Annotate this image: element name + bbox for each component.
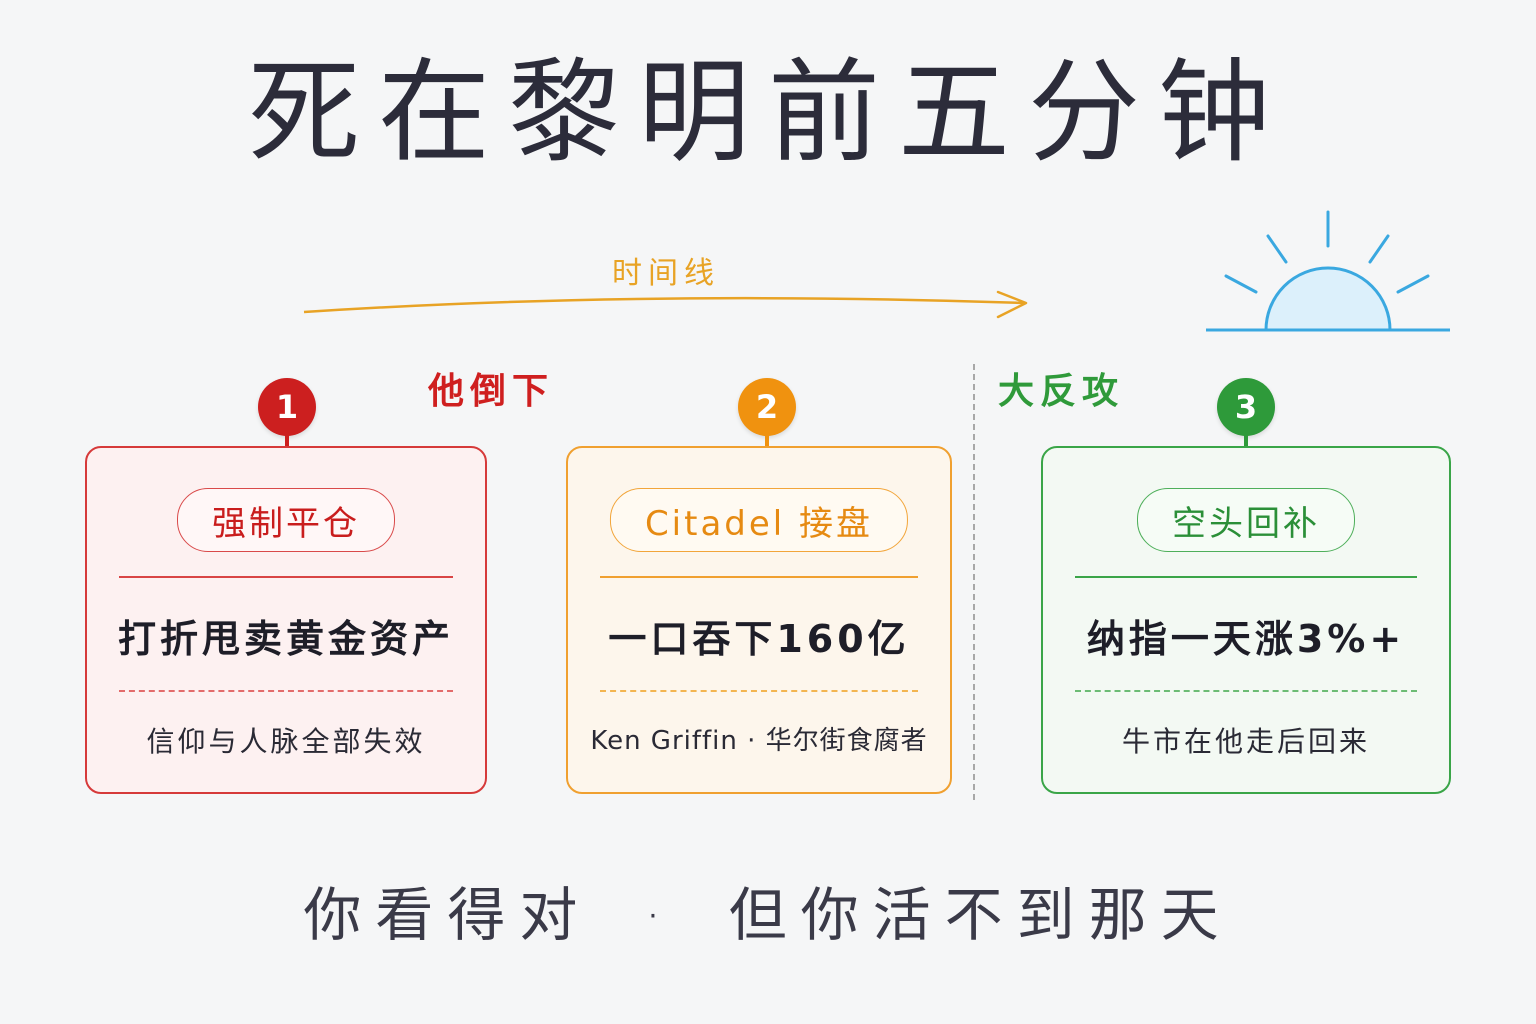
step-3-number: 3 — [1234, 388, 1258, 426]
step-2-connector — [765, 434, 769, 446]
step-3-pill: 空头回补 — [1137, 488, 1355, 552]
step-3-dashed-rule — [1075, 690, 1417, 692]
step-3-badge: 3 — [1217, 378, 1275, 446]
footer-tagline: 你看得对 · 但你活不到那天 — [0, 868, 1536, 952]
timeline-label: 时间线 — [612, 256, 720, 291]
step-1-number: 1 — [275, 388, 299, 426]
step-2-dashed-rule — [600, 690, 918, 692]
step-3-sub: 牛市在他走后回来 — [1121, 725, 1370, 758]
timeline-arrow-icon — [303, 296, 1025, 314]
step-3-card: 空头回补 纳指一天涨3%+ 牛市在他走后回来 — [1041, 446, 1451, 794]
page-title: 死在黎明前五分钟 — [248, 48, 1288, 178]
phase-fall-label: 他倒下 — [428, 371, 555, 412]
step-1-sub: 信仰与人脉全部失效 — [146, 725, 426, 758]
step-2-pill: Citadel 接盘 — [609, 488, 909, 552]
phase-counter-label: 大反攻 — [998, 371, 1125, 412]
step-1-dashed-rule — [119, 690, 453, 692]
step-1-pill: 强制平仓 — [177, 488, 395, 552]
step-2-sub: Ken Griffin · 华尔街食腐者 — [590, 726, 928, 756]
footer-separator: · — [643, 881, 677, 949]
step-3-main: 纳指一天涨3%+ — [1086, 617, 1406, 661]
step-1-card: 强制平仓 打折甩卖黄金资产 信仰与人脉全部失效 — [85, 446, 487, 794]
step-3-rule — [1075, 576, 1417, 578]
step-2-main: 一口吞下160亿 — [608, 617, 910, 661]
sunrise-icon — [1206, 210, 1450, 332]
step-2-number: 2 — [755, 388, 779, 426]
step-2-card: Citadel 接盘 一口吞下160亿 Ken Griffin · 华尔街食腐者 — [566, 446, 952, 794]
step-1-badge: 1 — [258, 378, 316, 446]
footer-left: 你看得对 — [303, 881, 592, 949]
phase-divider — [973, 364, 975, 800]
step-1-main: 打折甩卖黄金资产 — [117, 617, 454, 661]
timeline-arrowhead — [996, 290, 1028, 319]
step-2-rule — [600, 576, 918, 578]
step-1-connector — [285, 434, 289, 446]
footer-right: 但你活不到那天 — [728, 881, 1233, 949]
step-1-rule — [119, 576, 453, 578]
step-3-connector — [1244, 434, 1248, 446]
step-2-badge: 2 — [738, 378, 796, 446]
